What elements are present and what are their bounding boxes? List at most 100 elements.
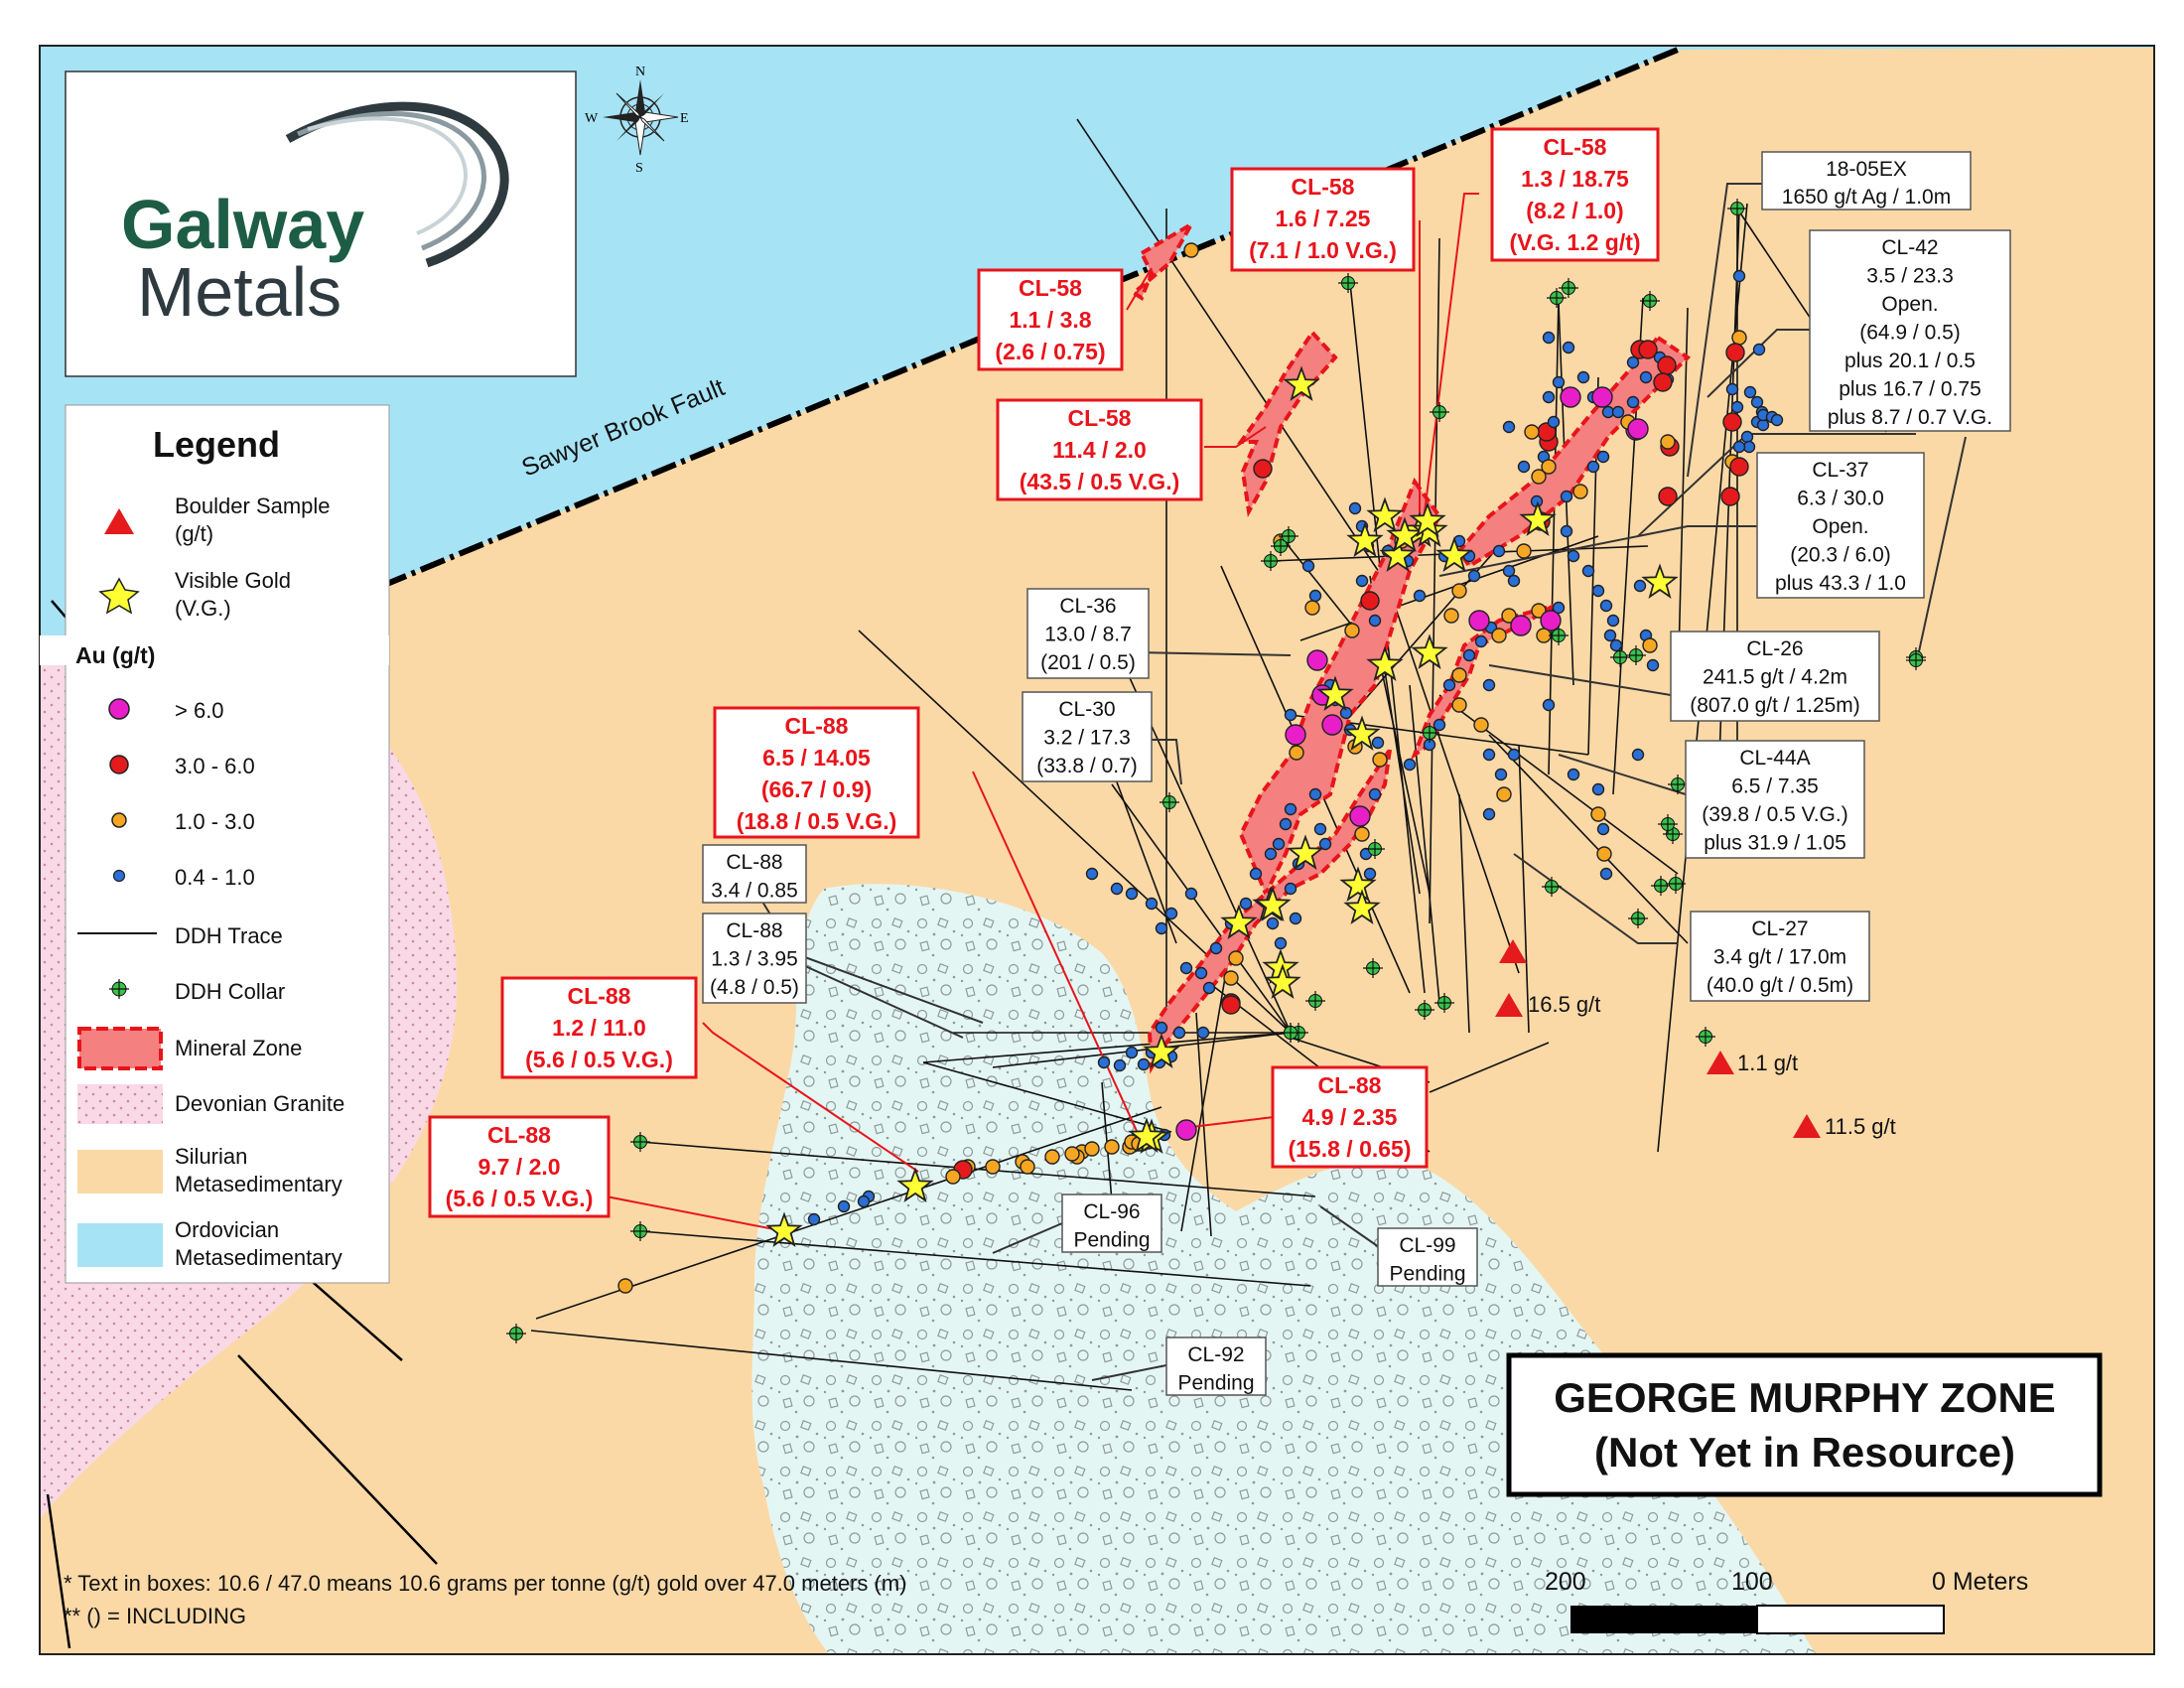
- ddh-trace: [992, 1032, 1292, 1068]
- legend-bin-1-3: 1.0 - 3.0: [175, 809, 255, 834]
- box-line: CL-58: [1019, 275, 1082, 301]
- box-line: 241.5 g/t / 4.2m: [1703, 666, 1847, 689]
- ddh-collar: [1305, 991, 1325, 1011]
- assay-dot: [1403, 758, 1417, 772]
- assay-dot: [1657, 355, 1677, 375]
- assay-dot: [1646, 658, 1660, 672]
- assay-dot: [1531, 469, 1547, 485]
- assay-dot: [1740, 430, 1754, 444]
- assay-dot: [1301, 559, 1315, 573]
- assay-dot: [1501, 608, 1517, 624]
- boulder-samples: 16.5 g/t 1.1 g/t 11.5 g/t: [1495, 939, 1896, 1139]
- assay-dot: [1451, 697, 1467, 713]
- assay-dot: [1492, 544, 1506, 558]
- assay-dot: [1731, 330, 1747, 346]
- assay-dot: [617, 1278, 633, 1294]
- box-line: 1.1 / 3.8: [1009, 307, 1091, 333]
- ordovician-legend-swatch: [77, 1223, 163, 1267]
- box-line: CL-88: [726, 851, 782, 874]
- legend-ddh-trace: DDH Trace: [175, 923, 283, 948]
- assay-dot: [1572, 484, 1588, 499]
- assay-dot: [1442, 678, 1456, 692]
- assay-dot: [1510, 615, 1532, 636]
- visible-gold-star: [1346, 521, 1384, 557]
- box-line: CL-88: [726, 919, 782, 942]
- result-box: CL-303.2 / 17.3(33.8 / 0.7): [1022, 691, 1153, 782]
- boulder-legend-icon: [104, 508, 134, 534]
- box-line: (39.8 / 0.5 V.G.): [1702, 803, 1847, 826]
- assay-dot: [1175, 1119, 1197, 1141]
- visible-gold-star: [765, 1211, 803, 1247]
- ddh-collar: [1610, 647, 1630, 667]
- assay-dot: [1085, 867, 1099, 881]
- assay-dot: [1482, 678, 1496, 692]
- visible-gold-star: [1264, 963, 1301, 999]
- visible-gold-star: [1316, 675, 1354, 711]
- box-line: CL-30: [1058, 698, 1115, 721]
- assay-dot: [1642, 637, 1658, 653]
- ddh-collar: [1160, 792, 1179, 812]
- logo: Galway Metals: [65, 70, 577, 377]
- assay-dot: [1284, 708, 1297, 722]
- mineral-zone: [1130, 218, 1197, 301]
- ddh-trace: [922, 1032, 1292, 1063]
- assay-dot: [1591, 782, 1605, 796]
- ddh-collar: [1281, 1023, 1300, 1043]
- ddh-trace: [1409, 684, 1440, 1004]
- assay-dot: [1264, 847, 1278, 861]
- title-line1: GEORGE MURPHY ZONE: [1554, 1374, 2056, 1421]
- assay-dot: [1560, 490, 1573, 503]
- logo-swoosh: [285, 101, 509, 268]
- assay-dot: [1591, 584, 1605, 598]
- box-line: CL-92: [1187, 1343, 1244, 1366]
- legend-box: [65, 404, 390, 1284]
- assay-dot: [1145, 897, 1159, 911]
- box-line: 3.4 g/t / 17.0m: [1713, 946, 1846, 969]
- red-result-box: CL-889.7 / 2.0(5.6 / 0.5 V.G.): [428, 1115, 611, 1218]
- box-line: CL-27: [1751, 917, 1808, 940]
- box-line: 11.4 / 2.0: [1052, 437, 1147, 463]
- assay-dot: [945, 1169, 961, 1185]
- box-line: CL-26: [1746, 637, 1803, 660]
- ddh-collar: [1640, 291, 1660, 311]
- assay-dot: [1609, 638, 1623, 652]
- box-line: 6.5 / 14.05: [762, 745, 871, 771]
- ddh-collar: [1549, 626, 1569, 645]
- assay-dot: [1581, 564, 1595, 578]
- ddh-collar: [1696, 1027, 1715, 1047]
- assay-dot: [1308, 589, 1322, 603]
- assay-dot: [1541, 459, 1557, 475]
- ddh-trace: [1280, 535, 1361, 636]
- visible-gold-star: [1220, 904, 1258, 939]
- box-line: (5.6 / 0.5 V.G.): [446, 1186, 594, 1211]
- assay-dot: [1368, 787, 1382, 801]
- assay-dot: [1560, 386, 1581, 408]
- ddh-trace: [1076, 118, 1386, 582]
- assay-dot: [1104, 1139, 1120, 1155]
- red-result-box: CL-884.9 / 2.35(15.8 / 0.65): [1271, 1065, 1429, 1169]
- granite-legend-swatch: [77, 1084, 163, 1124]
- red-result-box: CL-581.3 / 18.75(8.2 / 1.0)(V.G. 1.2 g/t…: [1490, 127, 1660, 262]
- silurian-legend-swatch: [77, 1150, 163, 1194]
- box-line: Open.: [1812, 515, 1868, 538]
- assay-dot: [1591, 386, 1613, 408]
- legend-ddh-collar: DDH Collar: [175, 979, 285, 1004]
- assay-dot: [1725, 343, 1745, 362]
- box-line: (40.0 g/t / 0.5m): [1706, 974, 1853, 997]
- assay-dot: [1516, 543, 1532, 559]
- ddh-trace: [639, 1230, 1311, 1287]
- assay-dot: [1531, 603, 1547, 619]
- dot-gt6-icon: [108, 698, 130, 720]
- box-line: (5.6 / 0.5 V.G.): [525, 1047, 673, 1072]
- assay-dot: [1660, 434, 1676, 450]
- assay-dot: [1552, 601, 1566, 615]
- scale-bar: 200 100 0 Meters: [1545, 1568, 2028, 1634]
- assay-dot: [1603, 629, 1617, 642]
- visible-gold-star: [1386, 516, 1424, 552]
- ddh-collar: [1363, 958, 1383, 978]
- assay-dot: [1249, 867, 1263, 881]
